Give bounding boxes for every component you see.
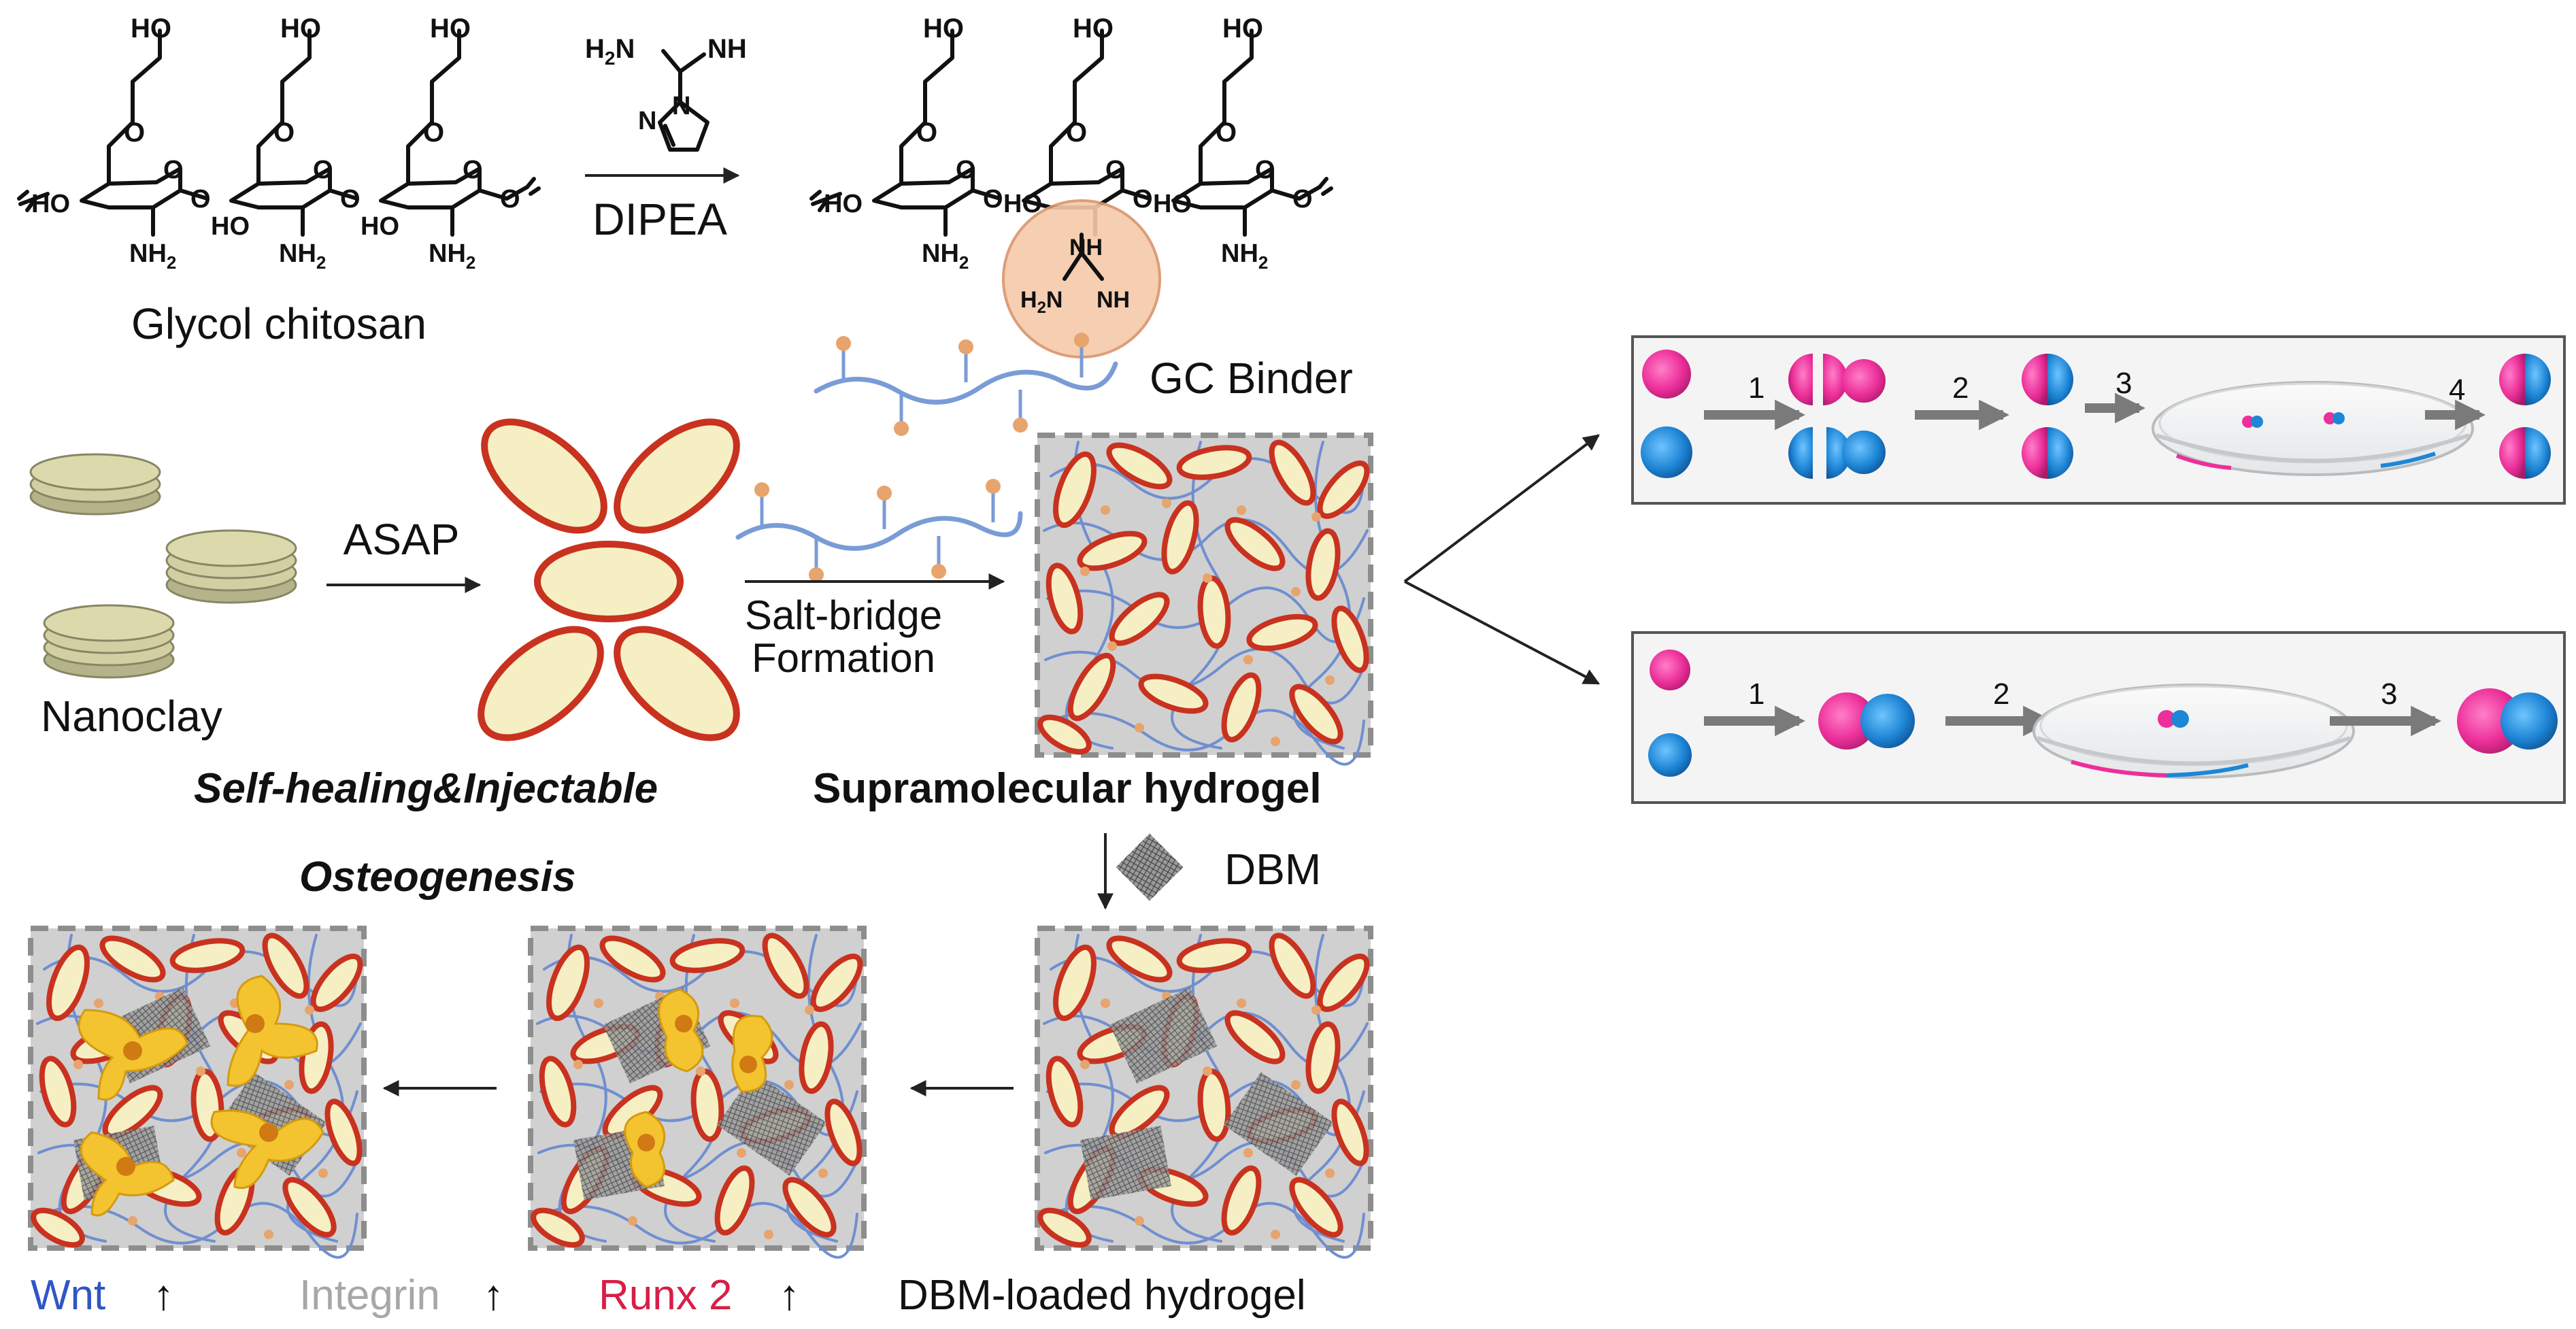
glycol-chitosan-structure: HO HO HO O O O O O O O O O HO HO HO NH2 … [19,14,539,273]
nanoclay-stacks [29,453,297,679]
arrow-to-panel-2 [1404,580,1601,685]
panel-1-step-1: 1 [1748,371,1764,405]
marker-wnt: Wnt [31,1272,105,1319]
gcb-ho-1: HO [824,190,863,218]
panel-1-step-3: 3 [2115,367,2132,400]
gcb-link-o-2: O [1133,185,1153,214]
photo-panel-self-healing: 1 2 3 4 [1631,335,2566,505]
panel-2-step-2: 2 [1993,677,2009,711]
guanidine-nh: NH [1069,235,1103,260]
gc-ring-o-2: O [313,156,333,184]
gcb-ether-o-3: O [1216,118,1237,148]
supramolecular-hydrogel-box [1035,435,1375,764]
guanidine-nh-right: NH [1097,287,1130,313]
gcb-ring-o-2: O [1105,156,1126,184]
gcb-ho-top-3: HO [1222,14,1263,44]
asap-label: ASAP [344,515,460,564]
marker-wnt-arrow: ↑ [153,1272,174,1319]
photo-panel-injectable: 1 2 3 [1631,631,2566,804]
gc-binder-chain [814,333,1118,436]
gc-link-o-2: O [340,185,361,214]
gc-link-o-3: O [500,185,520,214]
supramolecular-hydrogel-label: Supramolecular hydrogel [813,765,1322,812]
arrow-to-panel-1 [1403,434,1600,583]
marker-integrin-arrow: ↑ [483,1272,504,1319]
gc-nh2-2: NH2 [279,239,326,273]
marker-integrin: Integrin [299,1272,440,1319]
gcb-link-o-3: O [1292,185,1313,214]
gcb-ho-top-1: HO [923,14,964,44]
gcb-nh2-1: NH2 [922,239,969,273]
panel-1-petri-dish [2153,382,2473,475]
reagent-h2n: H2N [585,34,635,69]
guanidine-group: NH H2N NH [1002,199,1161,358]
guanidine-h2n: H2N [1020,287,1063,317]
pyrazole-carboxamidine-reagent: H2N NH N N [585,34,747,152]
dbm-loaded-hydrogel-label: DBM-loaded hydrogel [898,1272,1306,1319]
gc-ring-o-3: O [463,156,483,184]
panel-2-petri-dish [2034,685,2354,777]
salt-bridge-line1: Salt-bridge [745,592,942,638]
marker-runx2-arrow: ↑ [779,1272,800,1319]
reagent-n1: N [672,92,690,120]
gc-nh2-3: NH2 [429,239,475,273]
gc-nh2-1: NH2 [129,239,176,273]
panel-2-step-3: 3 [2381,677,2397,711]
gcb-link-o-1: O [983,185,1003,214]
marker-runx2: Runx 2 [599,1272,732,1319]
gc-ho-top-3: HO [430,14,471,44]
gc-ho-top-2: HO [280,14,321,44]
gc-ether-o-3: O [423,118,444,148]
salt-bridge-line2: Formation [752,635,935,681]
osteogenesis-box [28,928,368,1258]
salt-bridge-chain [735,479,1023,582]
panel-2-step-1: 1 [1748,677,1764,711]
exfoliated-nanoclay [478,418,740,741]
gc-ether-o-2: O [273,118,295,148]
gcb-ring-o-1: O [956,156,976,184]
gc-ho-2: HO [211,212,250,241]
gc-ether-o-1: O [124,118,145,148]
gcb-ho-2: HO [1003,190,1042,218]
reagent-n2: N [638,107,656,135]
self-healing-label: Self-healing&Injectable [194,765,658,812]
dbm-icon [1116,833,1184,901]
gc-binder-structure: HO HO HO O O O O O O O O O HO HO HO NH2 … [812,14,1331,273]
dbm-label: DBM [1224,845,1321,894]
reagent-nh: NH [707,34,747,64]
gc-ring-o-1: O [163,156,184,184]
dipea-label: DIPEA [592,194,727,244]
gc-ho-top-1: HO [131,14,171,44]
gc-ho-3: HO [361,212,399,241]
osteogenic-markers: Wnt ↑ Integrin ↑ Runx 2 ↑ [31,1272,800,1319]
osteogenesis-label: Osteogenesis [299,854,576,901]
gcb-ring-o-3: O [1255,156,1275,184]
gcb-ho-top-2: HO [1073,14,1114,44]
panel-1-step-2: 2 [1952,371,1969,405]
gcb-ether-o-1: O [916,118,937,148]
gcb-ether-o-2: O [1066,118,1087,148]
dbm-loaded-hydrogel-box [1035,928,1375,1258]
panel-1-step-4: 4 [2449,373,2465,407]
gc-link-o-1: O [190,185,211,214]
gc-ho-1: HO [31,190,70,218]
nanoclay-label: Nanoclay [41,692,222,741]
gc-binder-label: GC Binder [1150,354,1353,403]
early-osteogenesis-box [528,928,868,1258]
gcb-ho-3: HO [1153,190,1192,218]
gcb-nh2-3: NH2 [1221,239,1268,273]
glycol-chitosan-label: Glycol chitosan [131,299,426,348]
